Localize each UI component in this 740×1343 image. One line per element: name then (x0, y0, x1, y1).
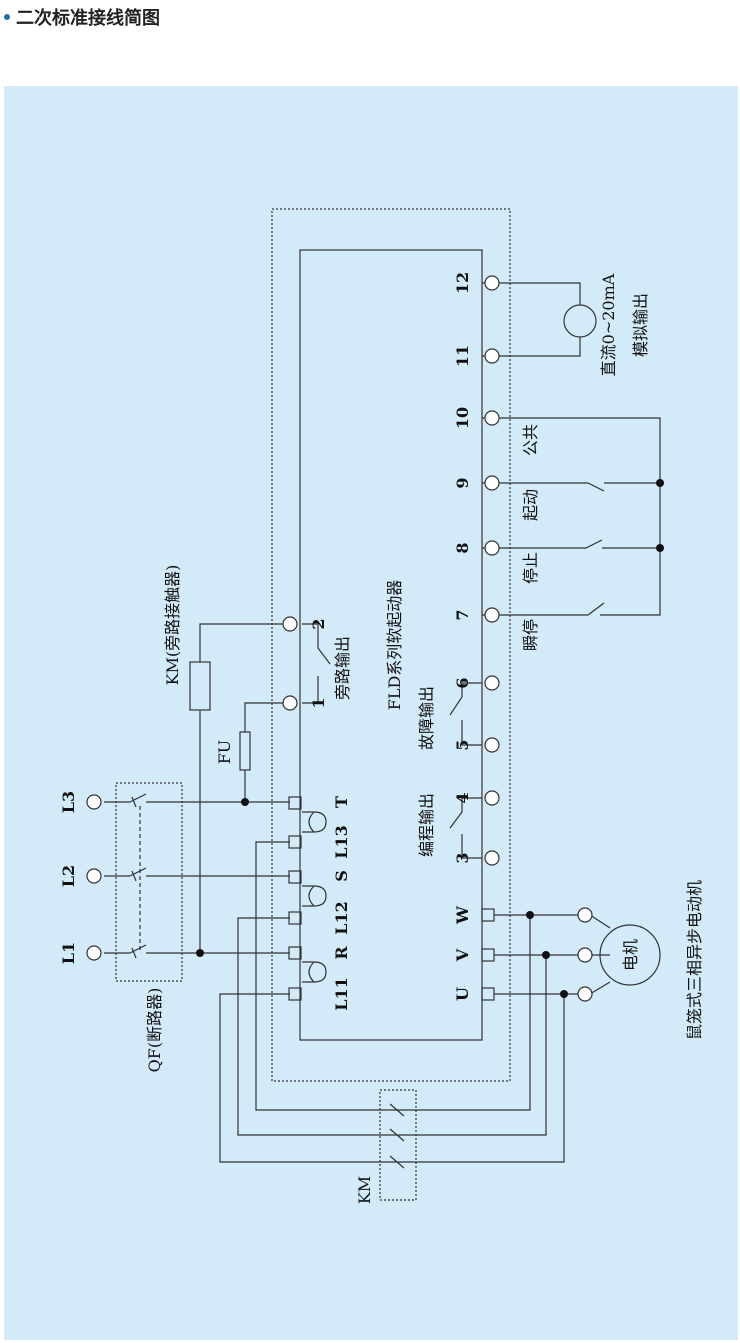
terminal-label-5: 5 (453, 739, 472, 750)
terminal-label-l1: L1 (59, 942, 78, 964)
terminal-label-r: R (332, 946, 351, 960)
common-label: 公共 (521, 424, 540, 456)
fault-out-label: 故障输出 (417, 686, 436, 750)
start-label: 起动 (521, 489, 540, 521)
terminal-label-l2: L2 (59, 865, 78, 887)
terminal-label-12: 12 (453, 272, 472, 294)
fuse (239, 731, 251, 771)
terminal-label-8: 8 (453, 542, 472, 553)
terminal-label-l3: L3 (59, 791, 78, 813)
motor-label: 电机 (621, 939, 640, 971)
starter-box (299, 249, 483, 1041)
terminal-label-s: S (332, 870, 351, 882)
stop-label: 停止 (521, 552, 540, 584)
terminal-label-w: W (453, 905, 472, 925)
km-box (379, 1089, 417, 1201)
bullet-icon (4, 14, 10, 20)
bypass-out-label: 旁路输出 (333, 636, 352, 700)
terminal-label-l11: L11 (332, 977, 351, 1011)
terminal-label-11: 11 (453, 345, 472, 367)
terminal-label-3: 3 (453, 852, 472, 863)
diagram-panel (4, 86, 738, 1340)
motor-circle (599, 924, 661, 986)
terminal-label-10: 10 (453, 407, 472, 429)
fu-label: FU (215, 740, 234, 765)
terminal-label-l13: L13 (332, 825, 351, 859)
enclosure-dotted-box (271, 208, 511, 1082)
terminal-label-u: U (453, 987, 472, 1001)
analog-meter (563, 304, 597, 338)
km-label: KM (355, 1176, 374, 1204)
breaker-label: QF(断路器) (145, 988, 164, 1073)
analog-caption-2: 模拟输出 (631, 293, 650, 357)
bypass-coil (189, 661, 211, 711)
motor-caption: 鼠笼式三相异步电动机 (685, 880, 704, 1040)
terminal-label-v: V (453, 948, 472, 962)
breaker-box (115, 782, 183, 982)
terminal-label-7: 7 (453, 609, 472, 620)
starter-label: FLD系列软起动器 (385, 580, 404, 711)
terminal-label-4: 4 (453, 792, 472, 803)
terminal-label-1: 1 (309, 697, 328, 708)
page-title: 二次标准接线简图 (16, 8, 160, 29)
prog-out-label: 编程输出 (417, 793, 436, 857)
terminal-label-t: T (332, 796, 351, 808)
terminal-label-l12: L12 (332, 901, 351, 935)
page-header: 二次标准接线简图 (4, 4, 160, 30)
analog-caption-1: 直流0~20mA (599, 273, 618, 376)
terminal-label-2: 2 (309, 618, 328, 629)
terminal-label-9: 9 (453, 477, 472, 488)
terminal-label-6: 6 (453, 677, 472, 688)
bypass-contactor-label: KM(旁路接触器) (163, 565, 182, 686)
instant-stop-label: 瞬停 (521, 619, 540, 651)
